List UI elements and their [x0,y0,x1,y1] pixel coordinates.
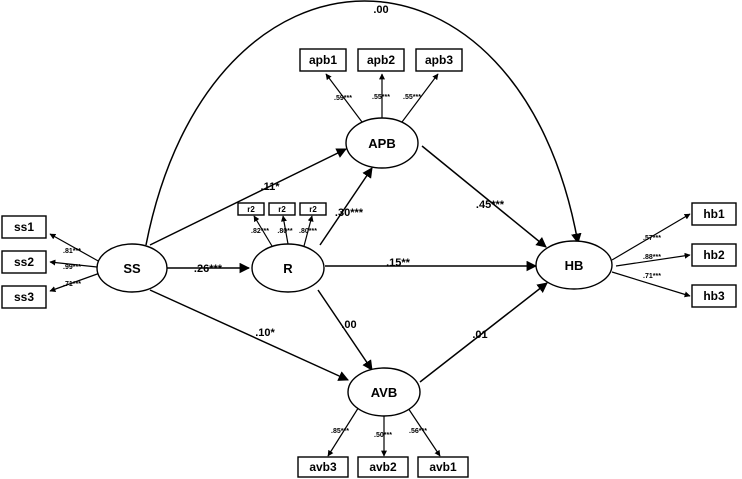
r-item1-arrow [253,215,273,247]
svg-text:r2: r2 [278,205,286,214]
r-item3-arrow [303,215,314,247]
loading-apb3: .55*** [403,94,421,101]
hb2-arrow [615,252,691,267]
loading-apb2: .55*** [372,94,390,101]
apb1-arrow [325,73,363,123]
latent-r: R [251,243,325,293]
latent-apb: APB [345,117,419,169]
coef-r-hb: .15** [386,257,411,269]
coef-apb-hb: .45*** [476,199,505,211]
indicator-hb3: hb3 [691,284,737,308]
latent-avb: AVB [347,367,421,417]
coef-ss-apb: .11* [261,181,281,193]
path-ss-avb-arrow [149,289,349,381]
svg-text:avb1: avb1 [429,460,457,474]
svg-text:hb3: hb3 [703,289,725,303]
path-apb-hb-arrow [421,145,547,248]
indicator-r-2: r2 [268,202,296,216]
indicator-avb1: avb1 [417,456,469,478]
svg-text:ss2: ss2 [14,255,34,269]
loading-ss3: .71*** [63,281,81,288]
loading-avb3: .85*** [331,428,349,435]
svg-text:avb3: avb3 [309,460,337,474]
svg-text:avb2: avb2 [369,460,397,474]
indicator-r-1: r2 [237,202,265,216]
indicator-ss2: ss2 [1,250,47,274]
loading-hb2: .88*** [643,254,661,261]
latent-hb: HB [535,240,613,290]
indicator-ss3: ss3 [1,285,47,309]
svg-text:apb1: apb1 [309,53,337,67]
indicator-apb1: apb1 [299,48,347,72]
path-ss-hb-arrow [145,0,582,246]
svg-text:apb3: apb3 [425,53,453,67]
coef-ss-hb: .00 [373,4,388,16]
coef-r-apb: .30*** [335,207,364,219]
r-item2-arrow [280,215,289,245]
svg-text:ss1: ss1 [14,220,34,234]
svg-text:APB: APB [368,136,395,151]
indicator-r-3: r2 [299,202,327,216]
path-r-apb-arrow [319,167,373,246]
hb1-arrow [611,213,691,261]
path-ss-apb-arrow [149,148,347,246]
indicator-hb1: hb1 [691,202,737,226]
apb3-arrow [401,73,439,123]
svg-text:HB: HB [565,258,584,273]
svg-text:AVB: AVB [371,385,397,400]
loading-avb1: .56*** [409,428,427,435]
coef-avb-hb: .01 [472,329,487,341]
indicator-apb2: apb2 [357,48,405,72]
loading-ss1: .81*** [63,248,81,255]
svg-text:ss3: ss3 [14,290,34,304]
coef-ss-r: .26*** [194,263,223,275]
loading-avb2: .50*** [374,432,392,439]
ss3-arrow [49,272,101,292]
path-avb-hb-arrow [419,282,548,383]
loading-apb1: .59*** [334,95,352,102]
svg-text:hb1: hb1 [703,207,725,221]
coef-r-avb: .00 [341,319,356,331]
indicator-apb3: apb3 [415,48,463,72]
loading-hb3: .71*** [643,273,661,280]
loading-r-2: .80** [277,228,292,235]
svg-text:r2: r2 [247,205,255,214]
ss2-arrow [49,259,98,268]
coef-ss-avb: .10* [255,327,275,339]
indicator-ss1: ss1 [1,215,47,239]
ss1-arrow [49,233,101,263]
hb3-arrow [611,271,691,298]
svg-text:SS: SS [123,261,141,276]
avb3-arrow [327,401,363,457]
svg-text:r2: r2 [309,205,317,214]
path-r-avb-arrow [317,289,373,371]
svg-text:apb2: apb2 [367,53,395,67]
svg-text:R: R [283,261,293,276]
svg-text:hb2: hb2 [703,248,725,262]
loading-hb1: .57*** [643,235,661,242]
loading-r-1: .82*** [251,228,269,235]
loading-ss2: .99*** [63,264,81,271]
avb1-arrow [403,401,441,457]
latent-ss: SS [96,243,168,293]
indicator-avb2: avb2 [357,456,409,478]
loading-r-3: .80*** [299,228,317,235]
indicator-hb2: hb2 [691,243,737,267]
indicator-avb3: avb3 [297,456,349,478]
